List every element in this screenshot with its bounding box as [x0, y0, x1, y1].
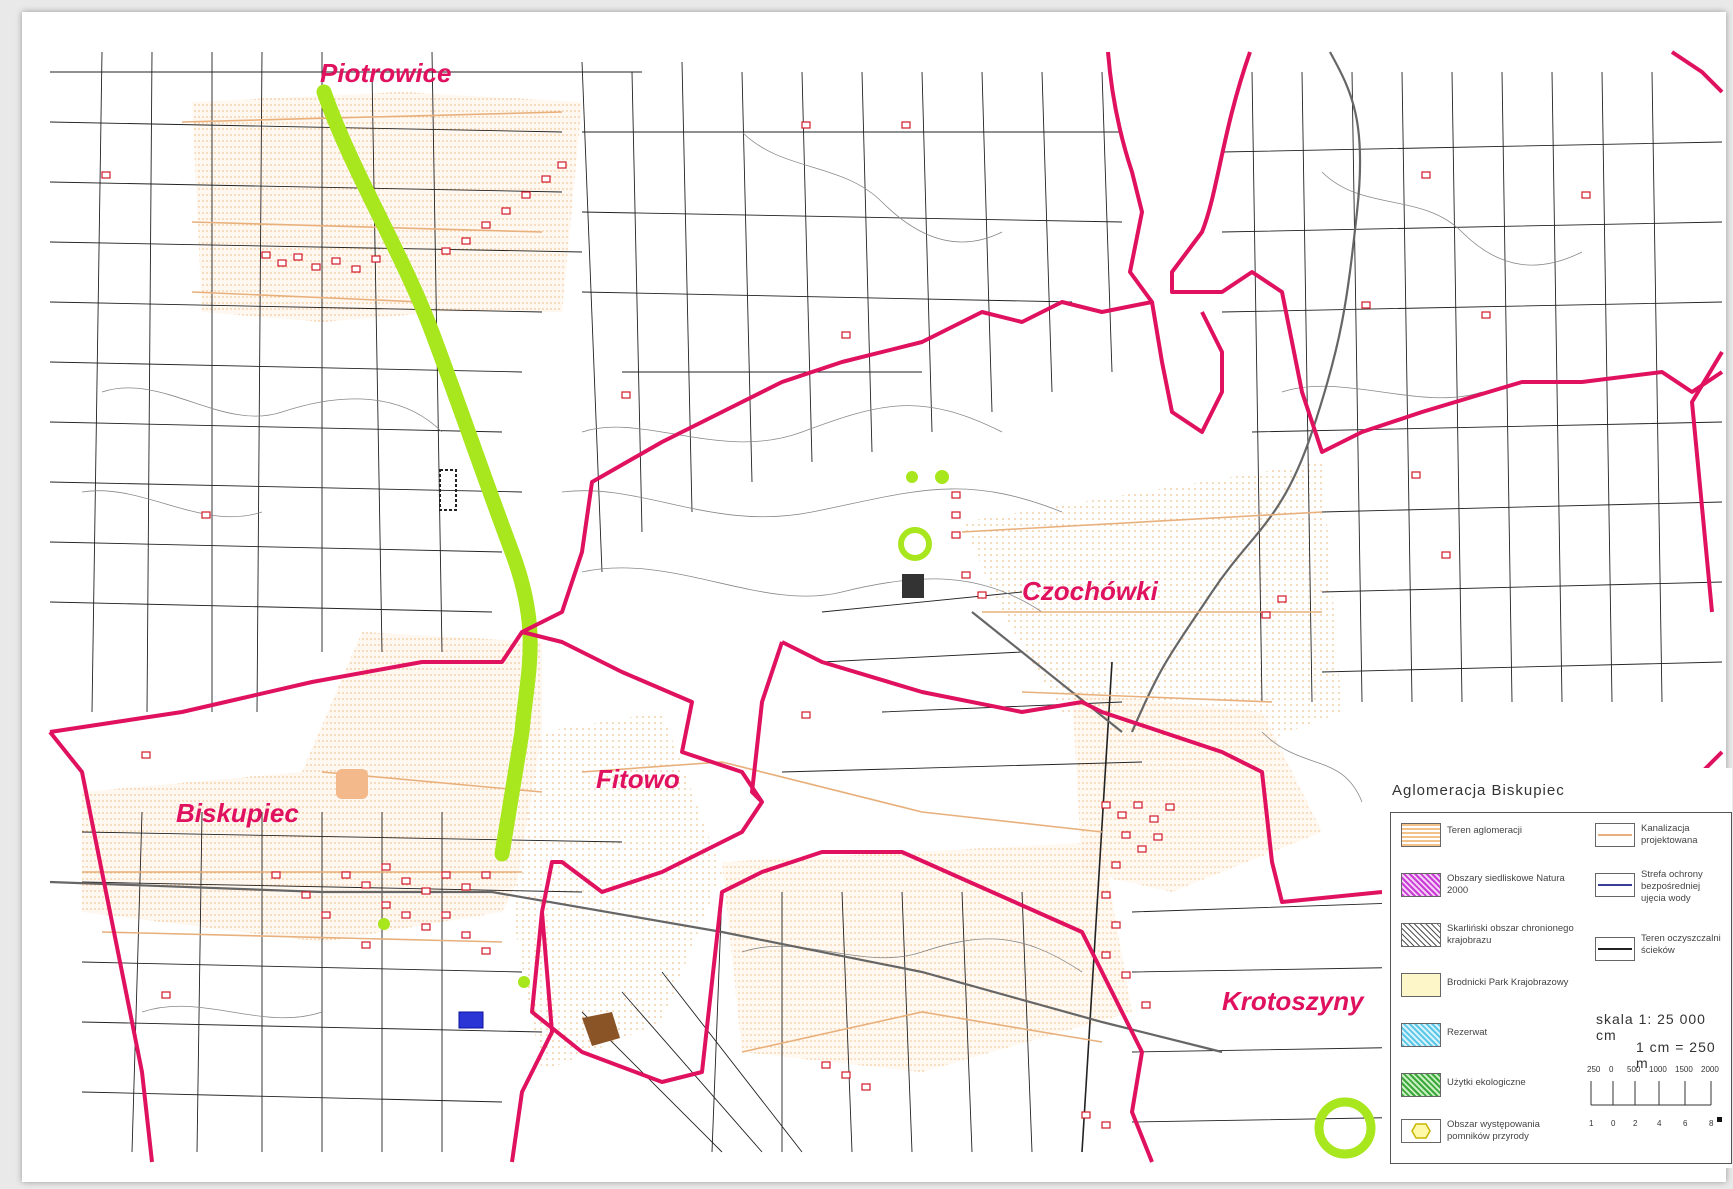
scale-cm-1: 1: [1589, 1119, 1594, 1128]
reserve-swatch: [1401, 1023, 1441, 1047]
buildings: [101, 121, 1591, 1129]
water-intake-zone: [336, 769, 368, 799]
agglomeration-zones: [82, 92, 1342, 1072]
scale-meter-500: 500: [1627, 1065, 1641, 1074]
scale-meter-1500: 1500: [1675, 1065, 1693, 1074]
district-boundaries: [48, 50, 1724, 1163]
planned-sewer-swatch: [1595, 823, 1635, 847]
landscape-park-swatch: [1401, 973, 1441, 997]
dark-building: [902, 574, 924, 598]
scale-equivalence: 1 cm = 250 m: [1636, 1039, 1716, 1071]
label-czochowki: Czochówki: [1022, 576, 1159, 606]
scale-cm-2: 2: [1633, 1119, 1638, 1128]
hexagon-icon: [1411, 1123, 1431, 1139]
water-protection-swatch: [1595, 873, 1635, 897]
scale-cm-0: 0: [1611, 1119, 1616, 1128]
map-legend: Aglomeracja Biskupiec Teren aglomeracji …: [1382, 768, 1732, 1168]
scale-cm-8: 8: [1709, 1119, 1714, 1128]
scale-meter-2000: 2000: [1701, 1065, 1719, 1074]
roads: [49, 51, 1362, 1054]
legend-title: Aglomeracja Biskupiec: [1392, 782, 1565, 799]
scale-bar: 250 0 500 1000 1500 2000 1 0 2: [1587, 1061, 1727, 1157]
treatment-plant-swatch: [1595, 937, 1635, 961]
treatment-plant: [582, 1012, 620, 1046]
scale-ratio: skala 1: 25 000 cm: [1596, 1011, 1706, 1043]
map-frame: Piotrowice Biskupiec Fitowo Czochówki Kr…: [22, 12, 1732, 1182]
nature-monuments-swatch: [1401, 1119, 1441, 1143]
label-biskupiec: Biskupiec: [176, 798, 299, 828]
scale-meter-0: 0: [1609, 1065, 1614, 1074]
scale-ticks: [1590, 1081, 1722, 1122]
scale-meter-250: 250: [1587, 1065, 1601, 1074]
place-labels: Piotrowice Biskupiec Fitowo Czochówki Kr…: [176, 58, 1365, 1016]
landscape-area-swatch: [1401, 923, 1441, 947]
label-krotoszyny: Krotoszyny: [1222, 986, 1365, 1016]
blue-facility: [458, 1011, 484, 1029]
agglomeration-swatch: [1401, 823, 1441, 847]
ecological-corridor: [316, 84, 1376, 1159]
label-piotrowice: Piotrowice: [320, 58, 451, 88]
facilities: [336, 469, 924, 1046]
label-fitowo: Fitowo: [596, 764, 680, 794]
scale-cm-4: 4: [1657, 1119, 1662, 1128]
legend-box: Teren aglomeracji Obszary siedliskowe Na…: [1390, 812, 1732, 1164]
contour-lines: [81, 131, 1583, 1019]
scale-meter-1000: 1000: [1649, 1065, 1667, 1074]
hatched-area: [439, 469, 457, 511]
scale-cm-6: 6: [1683, 1119, 1688, 1128]
map-canvas[interactable]: Piotrowice Biskupiec Fitowo Czochówki Kr…: [22, 12, 1726, 1182]
natura2000-swatch: [1401, 873, 1441, 897]
ecological-sites-swatch: [1401, 1073, 1441, 1097]
